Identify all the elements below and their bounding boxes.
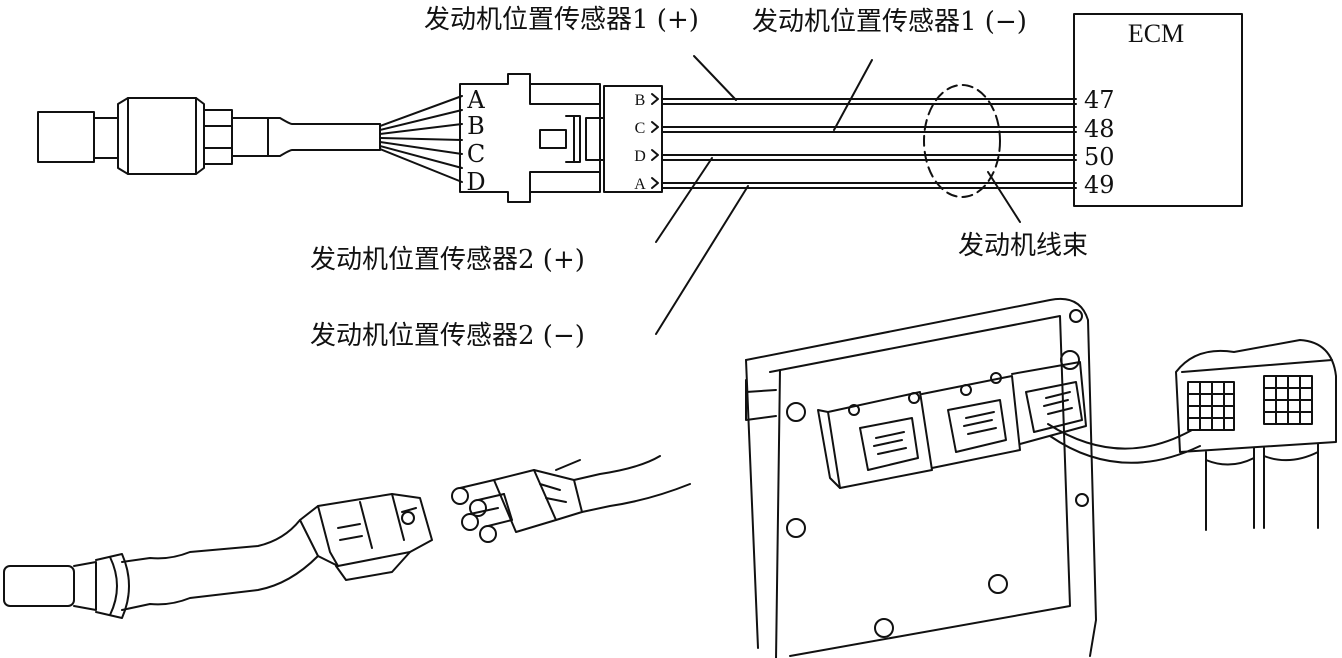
- sensor-plug: [459, 73, 601, 203]
- plug-pin-d: D: [466, 168, 485, 196]
- ecm-box: [1073, 13, 1243, 207]
- ecm-pin-labels: 47 48 50 49: [1084, 86, 1115, 199]
- socket-pin-labels: B C D A: [634, 92, 646, 193]
- socket-pin-3: D: [634, 148, 646, 165]
- label-sensor1-positive: 发动机位置传感器1 (+): [424, 5, 699, 35]
- label-sensor2-negative: 发动机位置传感器2 (−): [310, 321, 585, 351]
- sensor-illustration: [3, 493, 433, 619]
- leader-lines: [655, 55, 1021, 335]
- plug-pin-b: B: [467, 112, 485, 140]
- harness-connector-illustration: [451, 455, 691, 543]
- plug-pin-a: A: [466, 86, 485, 114]
- ecm-pin-49: 49: [1084, 171, 1115, 199]
- ecm-pin-48: 48: [1084, 115, 1115, 143]
- ecm-title: ECM: [1128, 19, 1184, 48]
- ecm-pin-50: 50: [1084, 143, 1115, 171]
- ecm-pin-47: 47: [1084, 86, 1115, 114]
- label-engine-harness: 发动机线束: [958, 231, 1088, 261]
- label-sensor2-positive: 发动机位置传感器2 (+): [310, 245, 585, 275]
- socket-pin-4: A: [634, 176, 646, 193]
- harness-shield-ellipse: [923, 84, 1001, 198]
- socket-pin-1: B: [635, 92, 646, 109]
- socket-pin-2: C: [635, 120, 646, 137]
- sensor-drawing: [37, 95, 463, 183]
- harness-socket: [585, 85, 663, 193]
- label-sensor1-negative: 发动机位置传感器1 (−): [752, 7, 1027, 37]
- harness-wires: [661, 98, 1077, 189]
- plug-pin-labels: A B C D: [466, 86, 485, 196]
- plug-pin-c: C: [467, 140, 485, 168]
- ecm-unit-illustration: [745, 298, 1337, 658]
